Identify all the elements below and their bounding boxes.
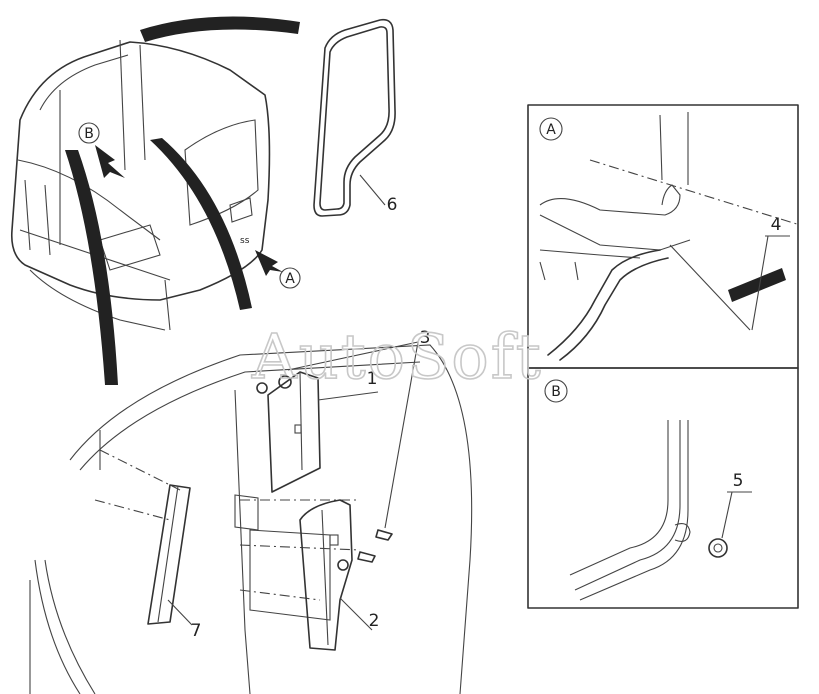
callout-3: 3 [420, 328, 431, 348]
view-marker-a-cab: A [279, 267, 301, 289]
view-marker-b-cab: B [78, 122, 100, 144]
view-marker-a-cab-label: A [285, 271, 295, 287]
view-marker-b-cab-label: B [84, 126, 94, 142]
view-marker-a-detail: A [539, 117, 563, 141]
callout-7: 7 [191, 621, 202, 641]
interior-view [29, 344, 473, 694]
detail-view-b [527, 367, 799, 609]
cab-overview: ss [10, 16, 300, 385]
clip-marks: ss [240, 236, 250, 246]
clips [357, 529, 393, 563]
callout-4: 4 [771, 215, 782, 235]
callout-6: 6 [387, 195, 398, 215]
callout-1: 1 [367, 369, 378, 389]
watermark: AutoSoft [251, 320, 543, 393]
pillar-trim-upper [256, 371, 321, 493]
pillar-trim-lower [299, 499, 353, 651]
callout-5: 5 [733, 471, 744, 491]
side-trim-strip [147, 484, 191, 625]
view-marker-a-detail-label: A [546, 122, 556, 138]
door-weatherstrip [313, 18, 396, 217]
view-marker-b-detail: B [544, 379, 568, 403]
detail-view-a [527, 104, 801, 369]
callout-2: 2 [369, 611, 380, 631]
view-marker-b-detail-label: B [551, 384, 561, 400]
